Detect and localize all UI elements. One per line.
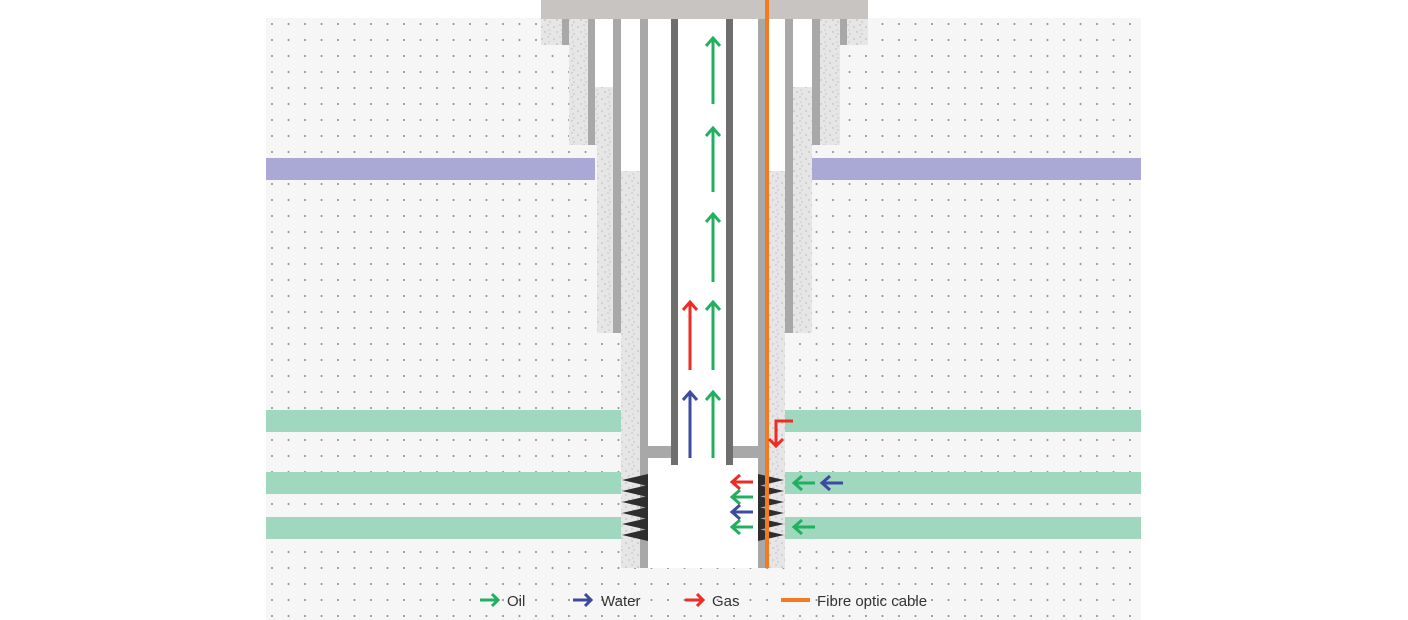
red-arrow-icon xyxy=(685,592,706,608)
perforations xyxy=(622,474,784,541)
water-flow-arrows xyxy=(681,389,843,521)
orange-line-icon xyxy=(781,598,810,602)
casings xyxy=(562,19,847,568)
legend-label: Fibre optic cable xyxy=(817,593,927,610)
legend-label: Oil xyxy=(507,593,525,610)
blue-arrow-icon xyxy=(573,592,594,608)
wellhead-cap xyxy=(541,0,868,19)
legend-item-water: Water xyxy=(573,592,640,610)
oil-flow-arrows xyxy=(704,35,815,536)
green-arrow-icon xyxy=(480,592,501,608)
aquifer-layer xyxy=(266,158,1141,180)
legend-label: Water xyxy=(601,593,640,610)
legend: Oil Water Gas Fibre optic cable xyxy=(480,592,927,610)
legend-label: Gas xyxy=(712,593,740,610)
reservoir-layers xyxy=(266,410,1141,539)
legend-item-oil: Oil xyxy=(480,592,525,610)
production-tubing xyxy=(671,19,733,465)
gas-flow-arrows xyxy=(681,299,793,491)
fibre-optic-cable xyxy=(765,0,769,568)
legend-item-fibre: Fibre optic cable xyxy=(781,593,927,610)
legend-item-gas: Gas xyxy=(685,592,740,610)
